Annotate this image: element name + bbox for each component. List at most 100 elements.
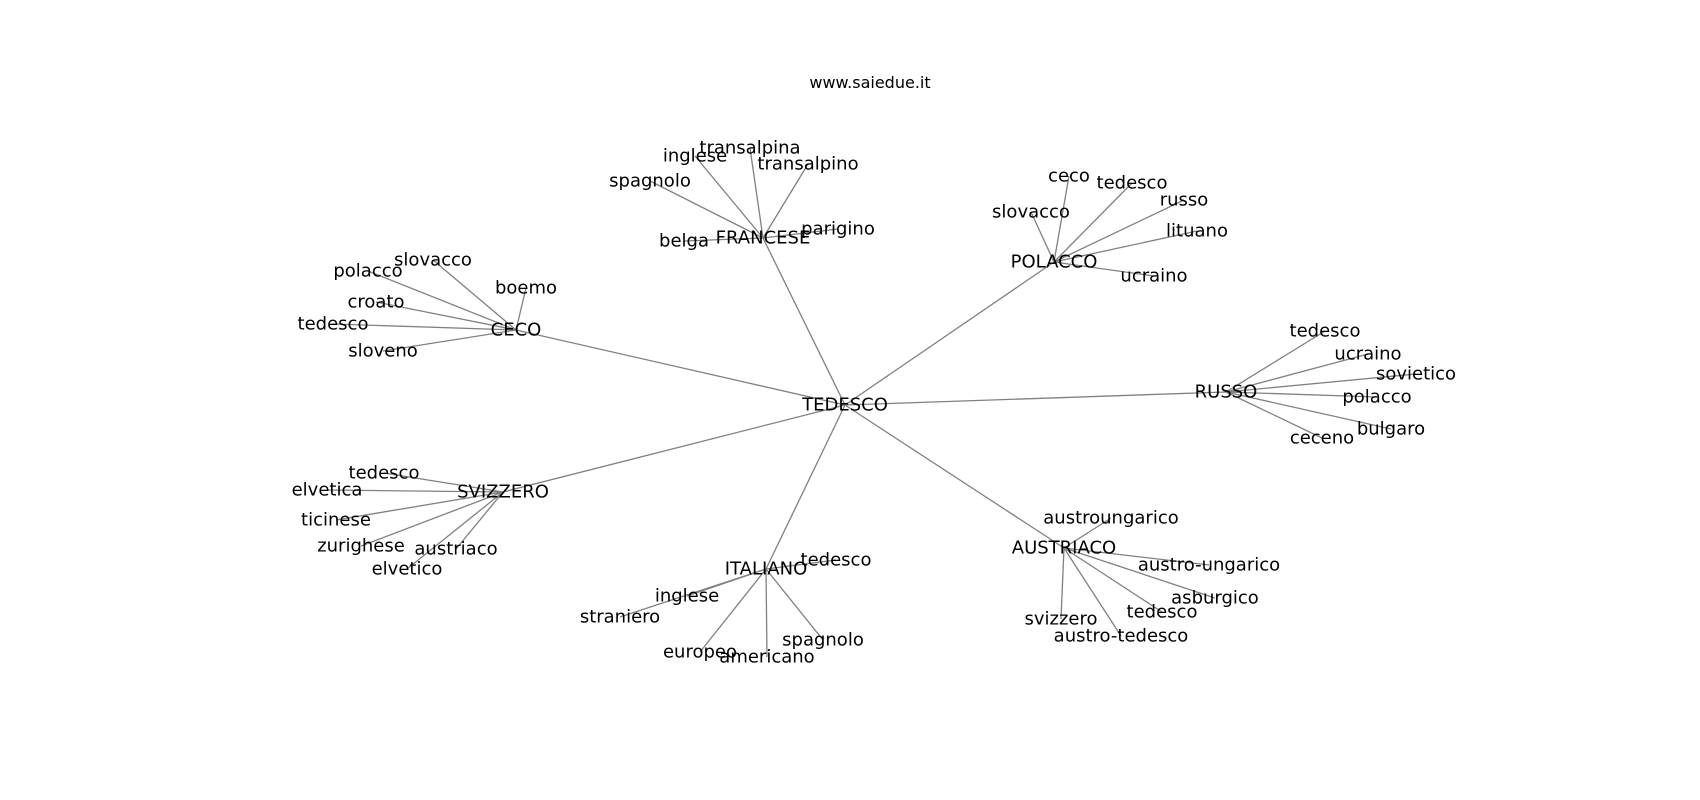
leaf-node-austriaco-austroungarico: austroungarico [1043, 508, 1178, 529]
leaf-node-ceco-slovacco: slovacco [394, 250, 472, 271]
leaf-node-russo-bulgaro: bulgaro [1357, 419, 1425, 440]
leaf-node-austriaco-asburgico: asburgico [1171, 588, 1259, 609]
hub-node-italiano: ITALIANO [725, 559, 808, 580]
edge-center-austriaco [844, 404, 1065, 549]
edge-svizzero-elvetico [406, 491, 504, 570]
labels-layer: inglesetransalpinatransalpinospagnolobel… [292, 138, 1456, 668]
leaf-node-austriaco-austro-tedesco: austro-tedesco [1054, 626, 1189, 647]
edge-austriaco-austro-ungarico [1063, 547, 1210, 566]
edge-ceco-sloveno [382, 329, 517, 352]
edge-austriaco-asburgico [1063, 547, 1216, 599]
edge-italiano-tedesco [765, 559, 837, 570]
leaf-node-italiano-inglese: inglese [655, 586, 719, 607]
leaf-node-austriaco-tedesco: tedesco [1127, 602, 1198, 623]
leaf-node-polacco-tedesco: tedesco [1097, 173, 1168, 194]
edge-polacco-lituano [1053, 230, 1198, 263]
edge-italiano-americano [765, 568, 768, 658]
leaf-node-ceco-croato: croato [347, 292, 404, 313]
leaf-node-polacco-ceco: ceco [1048, 166, 1090, 187]
leaf-node-svizzero-ticinese: ticinese [301, 510, 371, 531]
diagram-title: www.saiedue.it [809, 73, 930, 92]
edge-russo-ucraino [1225, 353, 1369, 393]
leaf-node-russo-tedesco: tedesco [1290, 321, 1361, 342]
leaf-node-polacco-slovacco: slovacco [992, 202, 1070, 223]
leaf-node-russo-ucraino: ucraino [1334, 344, 1401, 365]
leaf-node-polacco-russo: russo [1160, 190, 1209, 211]
leaf-node-italiano-tedesco: tedesco [801, 550, 872, 571]
hub-node-polacco: POLACCO [1011, 252, 1098, 273]
leaf-node-francese-inglese: inglese [663, 146, 727, 167]
edge-svizzero-austriaco [455, 491, 504, 550]
leaf-node-polacco-lituano: lituano [1166, 221, 1228, 242]
leaf-node-russo-ceceno: ceceno [1290, 428, 1354, 449]
leaf-node-russo-sovietico: sovietico [1376, 364, 1456, 385]
edge-russo-ceceno [1225, 391, 1323, 439]
edge-francese-belga [683, 237, 764, 242]
leaf-node-svizzero-elvetica: elvetica [292, 480, 363, 501]
edge-russo-polacco [1225, 391, 1378, 398]
hub-node-austriaco: AUSTRIACO [1012, 538, 1116, 559]
leaf-node-francese-spagnolo: spagnolo [609, 171, 691, 192]
edge-ceco-croato [375, 301, 517, 331]
edge-center-francese [762, 237, 846, 406]
edge-italiano-europeo [699, 568, 767, 653]
center-node-tedesco: TEDESCO [801, 395, 888, 416]
edge-russo-tedesco [1225, 330, 1326, 393]
edge-austriaco-austroungarico [1063, 517, 1112, 549]
leaf-node-italiano-europeo: europeo [663, 642, 737, 663]
edge-ceco-slovacco [432, 259, 517, 331]
edge-francese-inglese [694, 155, 764, 239]
edge-ceco-tedesco [332, 323, 517, 331]
edge-svizzero-ticinese [335, 491, 504, 521]
edge-center-ceco [515, 329, 846, 406]
hub-node-ceco: CECO [491, 320, 542, 341]
hub-node-svizzero: SVIZZERO [457, 482, 549, 503]
leaf-node-italiano-straniero: straniero [580, 607, 660, 628]
leaf-node-francese-transalpina: transalpina [699, 138, 800, 159]
edge-russo-bulgaro [1225, 391, 1392, 430]
edges-layer [326, 147, 1417, 658]
edge-polacco-slovacco [1030, 211, 1055, 263]
hub-node-russo: RUSSO [1195, 382, 1258, 403]
hub-node-francese: FRANCESE [716, 228, 811, 249]
edge-polacco-ucraino [1053, 261, 1155, 277]
edge-polacco-tedesco [1053, 182, 1133, 263]
leaf-node-svizzero-austriaco: austriaco [414, 539, 497, 560]
leaf-node-italiano-americano: americano [719, 647, 814, 668]
edge-svizzero-tedesco [383, 472, 504, 493]
edge-ceco-boemo [515, 287, 527, 331]
edge-francese-parigino [762, 228, 839, 239]
leaf-node-svizzero-tedesco: tedesco [349, 463, 420, 484]
leaf-node-austriaco-austro-ungarico: austro-ungarico [1138, 555, 1280, 576]
leaf-node-russo-polacco: polacco [1342, 387, 1411, 408]
edge-center-svizzero [502, 404, 846, 493]
edge-ceco-polacco [367, 270, 517, 331]
leaf-node-polacco-ucraino: ucraino [1120, 266, 1187, 287]
leaf-node-francese-belga: belga [659, 231, 709, 252]
leaf-node-austriaco-svizzero: svizzero [1024, 609, 1097, 630]
edge-center-russo [844, 391, 1227, 406]
leaf-node-francese-parigino: parigino [801, 219, 875, 240]
edge-austriaco-austro-tedesco [1063, 547, 1122, 637]
leaf-node-svizzero-elvetico: elvetico [372, 559, 443, 580]
edge-polacco-russo [1053, 199, 1185, 263]
edge-russo-sovietico [1225, 373, 1417, 393]
edge-svizzero-zurighese [360, 491, 504, 547]
edge-svizzero-elvetica [326, 489, 504, 493]
leaf-node-ceco-sloveno: sloveno [348, 341, 418, 362]
leaf-node-italiano-spagnolo: spagnolo [782, 630, 864, 651]
edge-center-polacco [844, 261, 1055, 406]
leaf-node-ceco-tedesco: tedesco [298, 314, 369, 335]
edge-center-italiano [765, 404, 846, 570]
edge-francese-spagnolo [649, 180, 764, 239]
edge-francese-transalpina [749, 147, 764, 239]
edge-francese-transalpino [762, 163, 809, 239]
edge-austriaco-tedesco [1063, 547, 1163, 613]
edge-italiano-straniero [619, 568, 767, 618]
edge-polacco-ceco [1053, 175, 1070, 263]
edge-italiano-spagnolo [765, 568, 824, 641]
leaf-node-ceco-polacco: polacco [333, 261, 402, 282]
leaf-node-svizzero-zurighese: zurighese [317, 536, 405, 557]
leaf-node-francese-transalpino: transalpino [757, 154, 858, 175]
